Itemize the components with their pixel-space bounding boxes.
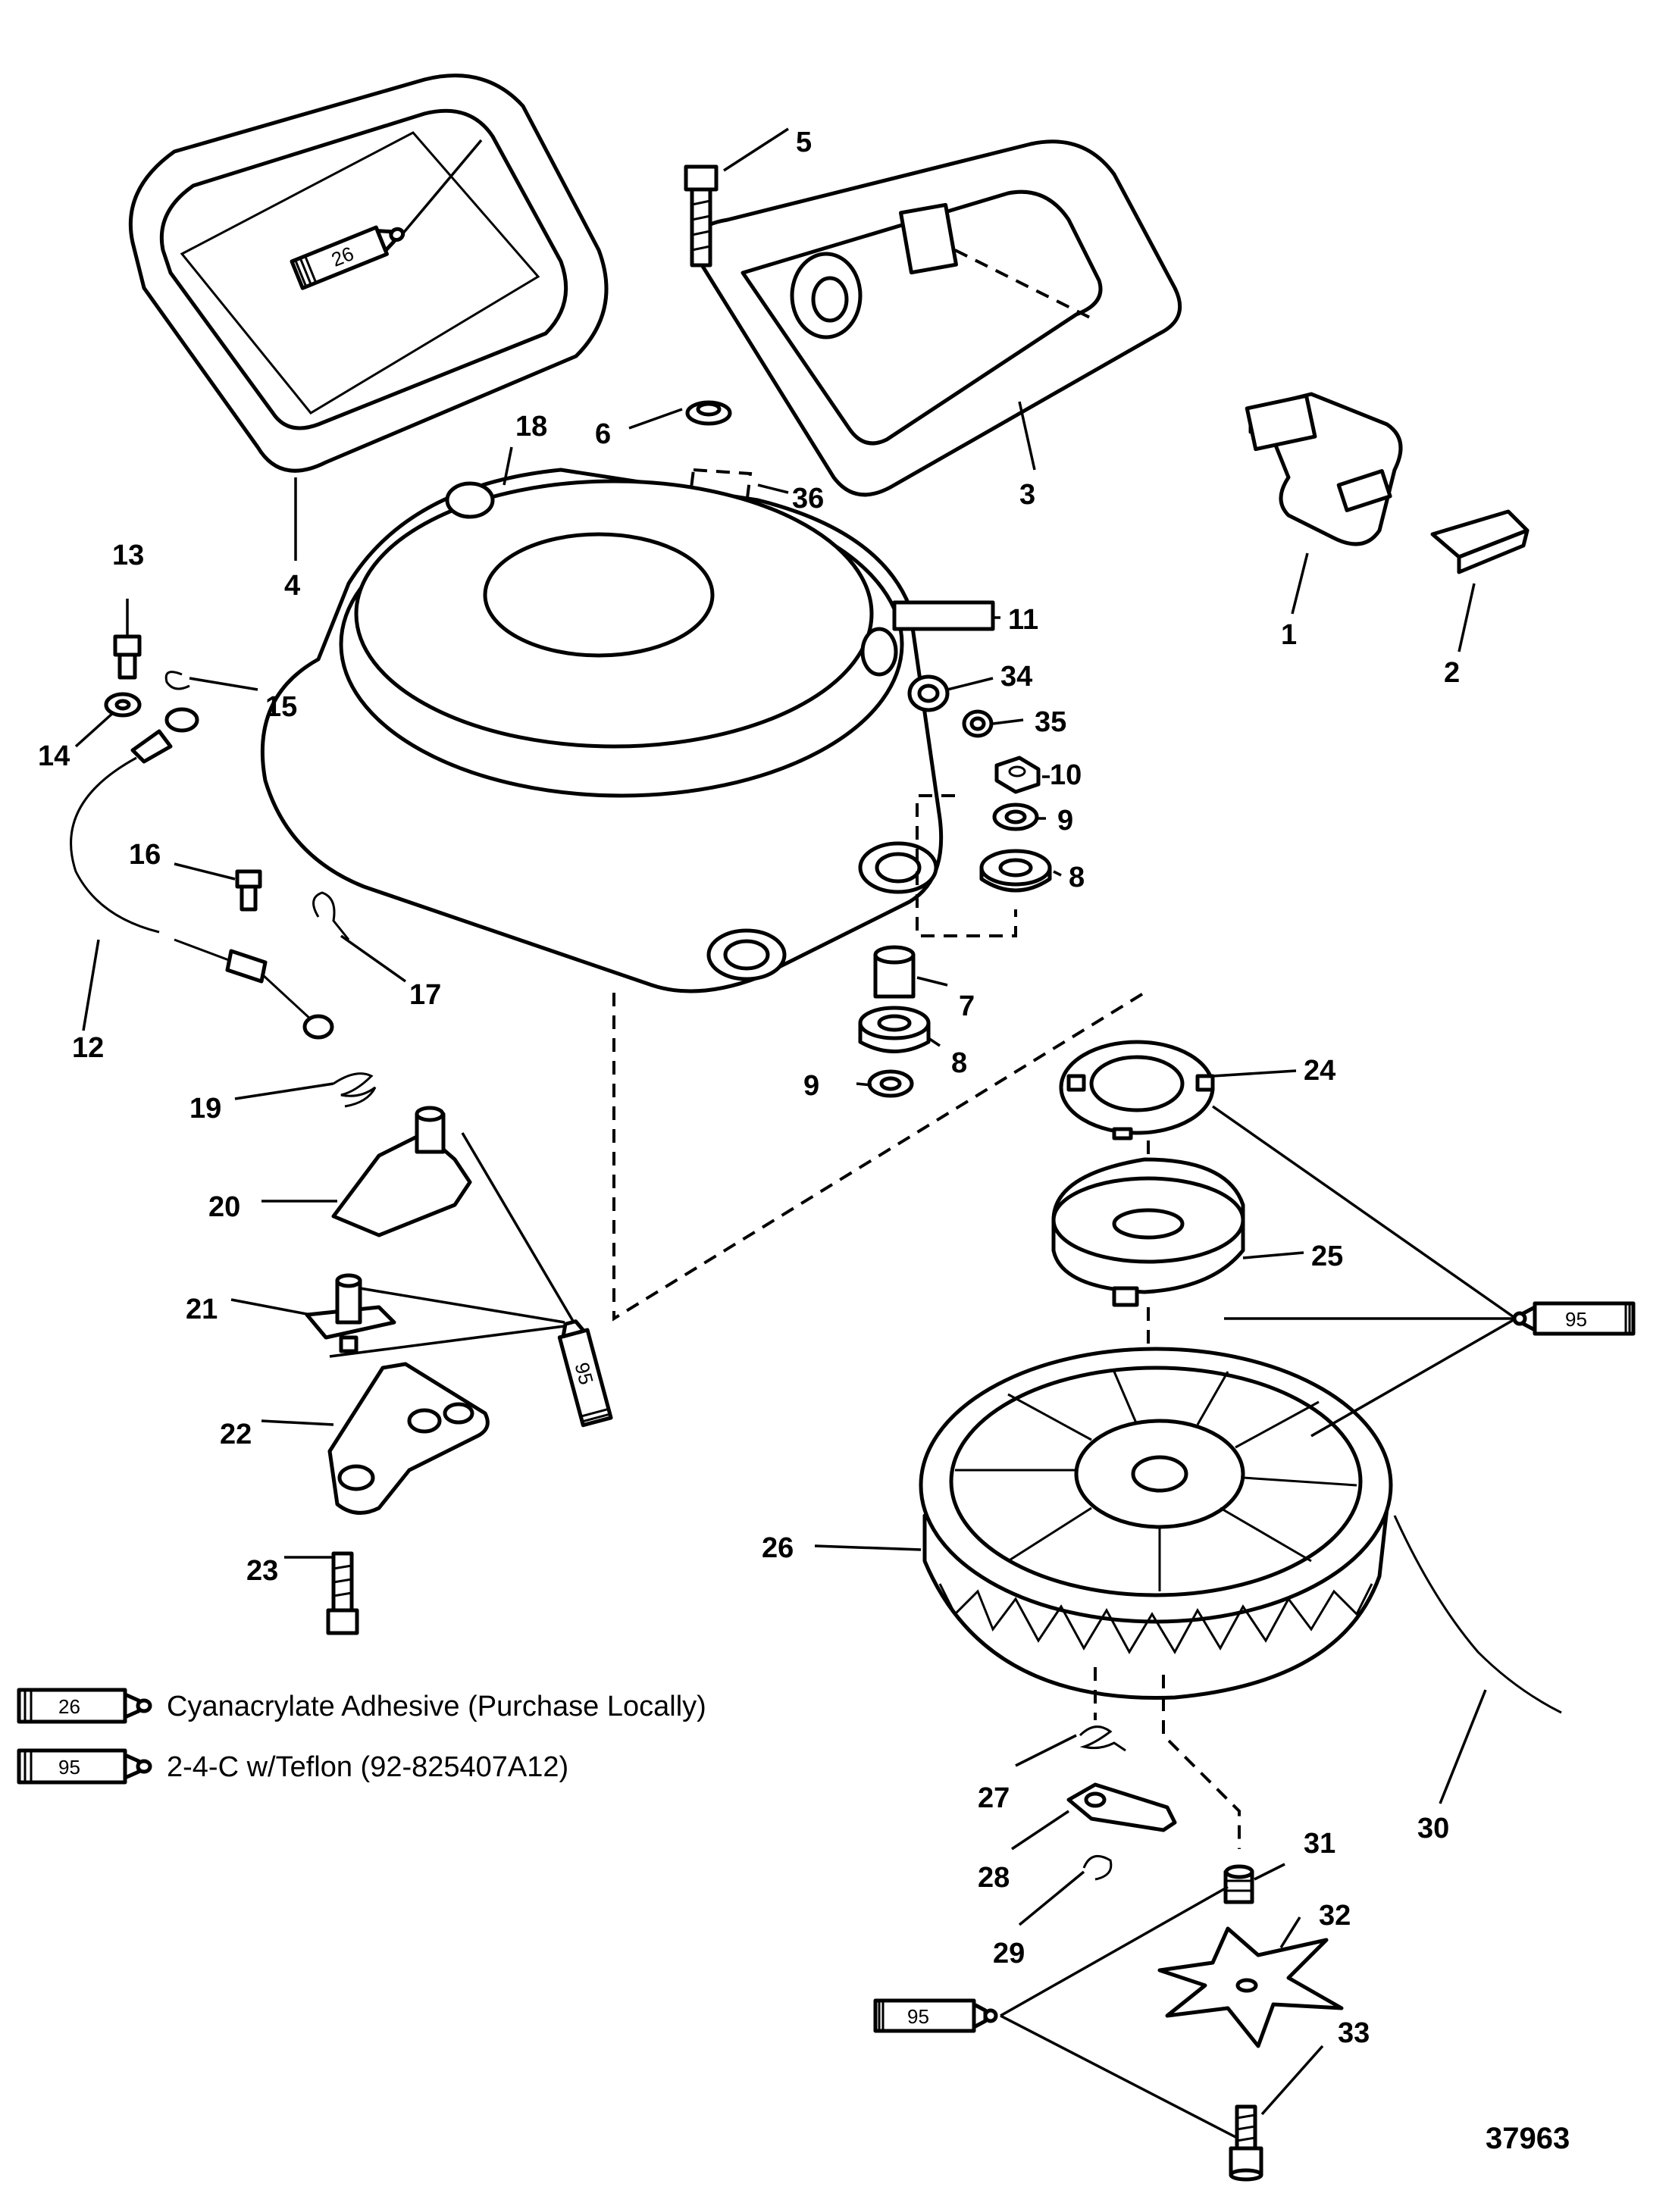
part-35-washer xyxy=(962,709,994,738)
callout-26: 26 xyxy=(762,1532,794,1564)
legend-code: 26 xyxy=(58,1695,80,1718)
part-25-cam xyxy=(1051,1157,1245,1307)
callout-21: 21 xyxy=(186,1294,218,1325)
tube-label: 95 xyxy=(907,2005,929,2028)
part-24-retainer xyxy=(1059,1040,1215,1140)
callout-8: 8 xyxy=(1069,862,1085,893)
part-17-cotter-pin xyxy=(312,891,350,940)
callout-22: 22 xyxy=(220,1419,252,1450)
legend: 26 Cyanacrylate Adhesive (Purchase Local… xyxy=(17,1688,706,1785)
legend-item-95: 95 2-4-C w/Teflon (92-825407A12) xyxy=(17,1748,568,1785)
callout-25: 25 xyxy=(1311,1241,1343,1272)
callout-33: 33 xyxy=(1338,2017,1370,2049)
part-12-ground-wire xyxy=(70,707,334,1040)
callout-12: 12 xyxy=(72,1032,104,1064)
part-26-pulley xyxy=(919,1347,1393,1700)
callout-36: 36 xyxy=(792,483,824,515)
callout-15: 15 xyxy=(265,691,297,723)
callout-5: 5 xyxy=(796,127,812,158)
callout-32: 32 xyxy=(1319,1900,1351,1932)
part-14-washer xyxy=(104,692,142,718)
callouts: 1 2 3 4 5 6 7 8 8 9 9 10 11 12 13 14 15 … xyxy=(38,127,1460,2049)
callout-19: 19 xyxy=(189,1093,221,1125)
part-3-handle-holder xyxy=(691,139,1182,497)
callout-9b: 9 xyxy=(803,1070,819,1102)
part-9-washer-lower xyxy=(867,1069,914,1098)
part-1-handle xyxy=(1245,392,1403,546)
part-5-bolt xyxy=(684,164,719,268)
tube-icon-95-pawl: 95 xyxy=(557,1319,613,1428)
callout-35: 35 xyxy=(1035,706,1066,738)
callout-31: 31 xyxy=(1304,1828,1335,1860)
part-13-screw xyxy=(113,634,142,680)
part-20-pawl xyxy=(331,1106,472,1237)
tube-label: 95 xyxy=(1565,1308,1587,1331)
callout-34: 34 xyxy=(1000,661,1032,693)
callout-6: 6 xyxy=(595,418,611,450)
callout-20: 20 xyxy=(208,1191,240,1223)
callout-11: 11 xyxy=(1008,604,1038,636)
part-34-bushing xyxy=(907,674,950,712)
part-2-insert xyxy=(1430,509,1530,574)
part-31-bushing xyxy=(1223,1864,1254,1904)
callout-23: 23 xyxy=(246,1555,278,1587)
part-8-grommet-upper xyxy=(979,849,1052,893)
part-27-spring xyxy=(1079,1725,1126,1752)
part-19-spring xyxy=(333,1072,377,1108)
tube-icon-26-diagram: 26 xyxy=(290,225,405,290)
part-9-washer-upper xyxy=(992,803,1039,831)
callout-9: 9 xyxy=(1057,805,1073,837)
callout-29: 29 xyxy=(993,1938,1025,1970)
part-8-grommet-lower xyxy=(858,1006,931,1053)
part-10-nut xyxy=(994,756,1041,794)
callout-3: 3 xyxy=(1019,479,1035,511)
part-4-seal xyxy=(128,74,609,473)
legend-item-26: 26 Cyanacrylate Adhesive (Purchase Local… xyxy=(17,1688,706,1724)
part-28-pawl xyxy=(1066,1782,1177,1832)
figure-number: 37963 xyxy=(1486,2122,1570,2155)
callout-7: 7 xyxy=(959,990,975,1022)
callout-8b: 8 xyxy=(951,1047,967,1079)
callout-1: 1 xyxy=(1281,619,1297,651)
part-29-clip xyxy=(1082,1854,1113,1881)
part-23-screw xyxy=(326,1551,359,1635)
callout-28: 28 xyxy=(978,1862,1010,1894)
part-33-bolt xyxy=(1229,2104,1263,2182)
tube-icon-95-plate: 95 xyxy=(873,1998,998,2033)
callout-13: 13 xyxy=(112,540,144,571)
part-7-sleeve xyxy=(873,945,916,999)
part-22-bracket xyxy=(327,1362,490,1515)
callout-10: 10 xyxy=(1050,759,1082,791)
part-6-washer xyxy=(685,400,732,426)
part-30-rope xyxy=(1393,1515,1562,1714)
part-15-clip xyxy=(164,671,190,690)
callout-17: 17 xyxy=(409,979,441,1011)
callout-18: 18 xyxy=(515,411,547,443)
callout-16: 16 xyxy=(129,839,161,871)
legend-code: 95 xyxy=(58,1756,80,1779)
callout-30: 30 xyxy=(1417,1813,1449,1844)
callout-24: 24 xyxy=(1304,1055,1335,1087)
part-32-plate xyxy=(1157,1926,1344,2048)
part-11-decal xyxy=(892,600,995,631)
part-21-pivot xyxy=(305,1273,396,1353)
legend-text: Cyanacrylate Adhesive (Purchase Locally) xyxy=(167,1691,706,1722)
tube-icon-26-legend: 26 xyxy=(17,1688,152,1724)
tube-icon-95-legend: 95 xyxy=(17,1748,152,1785)
part-18-housing xyxy=(260,468,944,993)
legend-text: 2-4-C w/Teflon (92-825407A12) xyxy=(167,1751,568,1783)
tube-icon-95-pulley: 95 xyxy=(1512,1301,1636,1336)
callout-4: 4 xyxy=(284,570,300,602)
part-16-screw xyxy=(235,869,262,912)
callout-14: 14 xyxy=(38,740,70,772)
callout-2: 2 xyxy=(1444,657,1460,689)
callout-27: 27 xyxy=(978,1782,1010,1814)
leader-lines xyxy=(74,127,1517,2138)
